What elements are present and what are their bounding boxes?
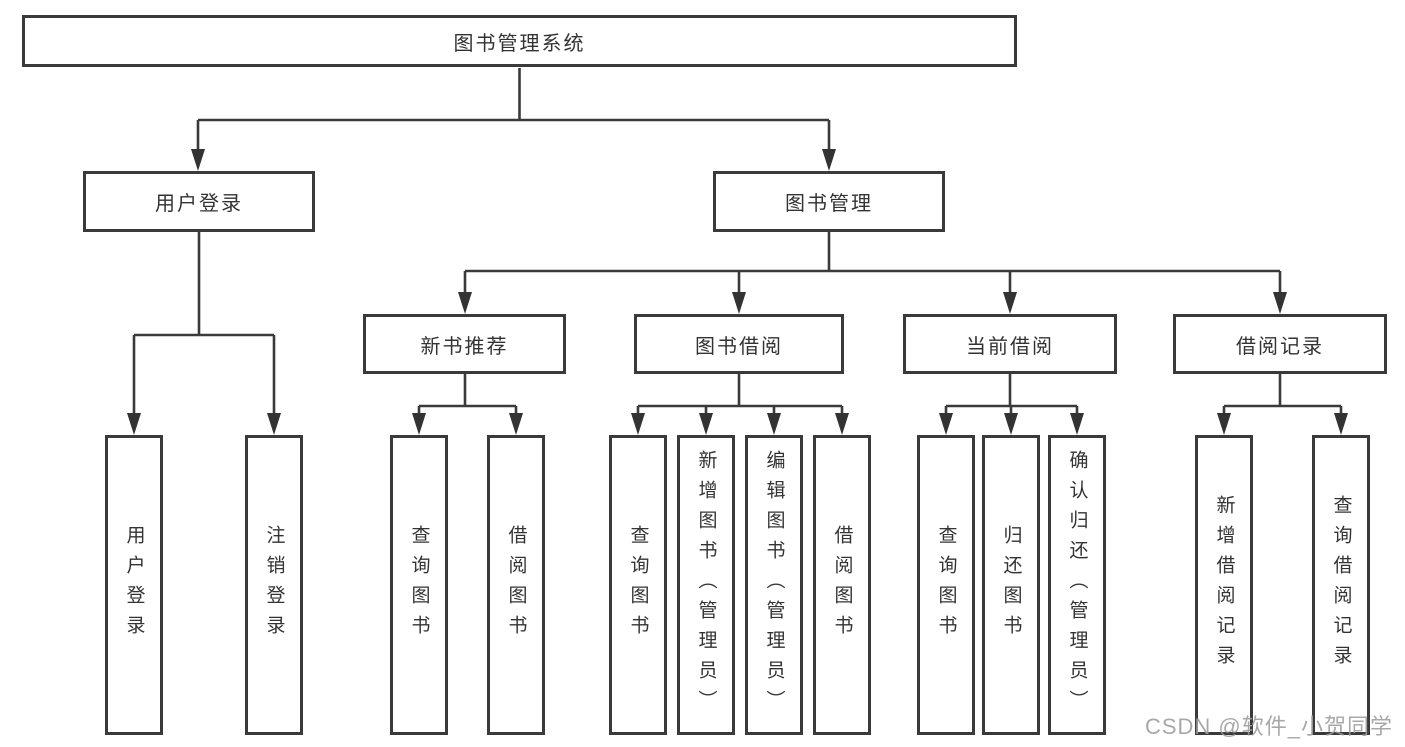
- node-label: 查询图书: [935, 525, 957, 645]
- node-borrowing-records: 借阅记录: [1173, 314, 1387, 374]
- node-label: 图书管理: [785, 193, 873, 215]
- node-borrowing-edit-book-admin: 编辑图书（管理员）: [745, 435, 803, 735]
- node-current-borrowing: 当前借阅: [903, 314, 1117, 374]
- node-label: 编辑图书（管理员）: [763, 450, 785, 720]
- node-label: 借阅记录: [1236, 335, 1324, 358]
- node-borrowing-borrow-books: 借阅图书: [813, 435, 871, 735]
- node-borrowing-query-books: 查询图书: [609, 435, 667, 735]
- node-label: 查询图书: [627, 525, 649, 645]
- node-records-query-record: 查询借阅记录: [1312, 435, 1370, 735]
- node-label: 注销登录: [263, 525, 285, 645]
- node-user-login-leaf: 用户登录: [105, 435, 163, 735]
- node-label: 新书推荐: [420, 335, 509, 358]
- connector-stems: [132, 68, 1343, 416]
- csdn-watermark: CSDN @软件_小贺同学: [1144, 714, 1393, 739]
- node-label: 图书借阅: [695, 335, 783, 358]
- node-new-book-recommendation: 新书推荐: [363, 314, 566, 374]
- node-label: 当前借阅: [966, 335, 1054, 358]
- node-current-return-books: 归还图书: [982, 435, 1040, 735]
- node-label: 新增图书（管理员）: [695, 450, 717, 720]
- node-recommend-borrow-books: 借阅图书: [487, 435, 545, 735]
- node-label: 图书管理系统: [453, 32, 586, 55]
- node-label: 用户登录: [155, 193, 243, 215]
- node-label: 新增借阅记录: [1213, 495, 1235, 675]
- node-records-add-record: 新增借阅记录: [1195, 435, 1253, 735]
- node-library-management-system: 图书管理系统: [22, 15, 1017, 67]
- node-label: 归还图书: [1000, 525, 1022, 645]
- node-label: 借阅图书: [505, 525, 527, 645]
- node-label: 确认归还（管理员）: [1066, 450, 1088, 720]
- node-logout-leaf: 注销登录: [245, 435, 303, 735]
- node-label: 用户登录: [123, 525, 145, 645]
- node-borrowing-add-book-admin: 新增图书（管理员）: [677, 435, 735, 735]
- node-label: 查询图书: [408, 525, 430, 645]
- node-user-login-branch: 用户登录: [83, 171, 315, 232]
- node-book-management-branch: 图书管理: [713, 171, 945, 232]
- node-current-query-books: 查询图书: [917, 435, 975, 735]
- node-label: 查询借阅记录: [1330, 495, 1352, 675]
- arrowheads: [127, 149, 1348, 435]
- node-label: 借阅图书: [831, 525, 853, 645]
- node-book-borrowing: 图书借阅: [634, 314, 844, 374]
- node-current-confirm-return-admin: 确认归还（管理员）: [1048, 435, 1106, 735]
- node-recommend-query-books: 查询图书: [390, 435, 448, 735]
